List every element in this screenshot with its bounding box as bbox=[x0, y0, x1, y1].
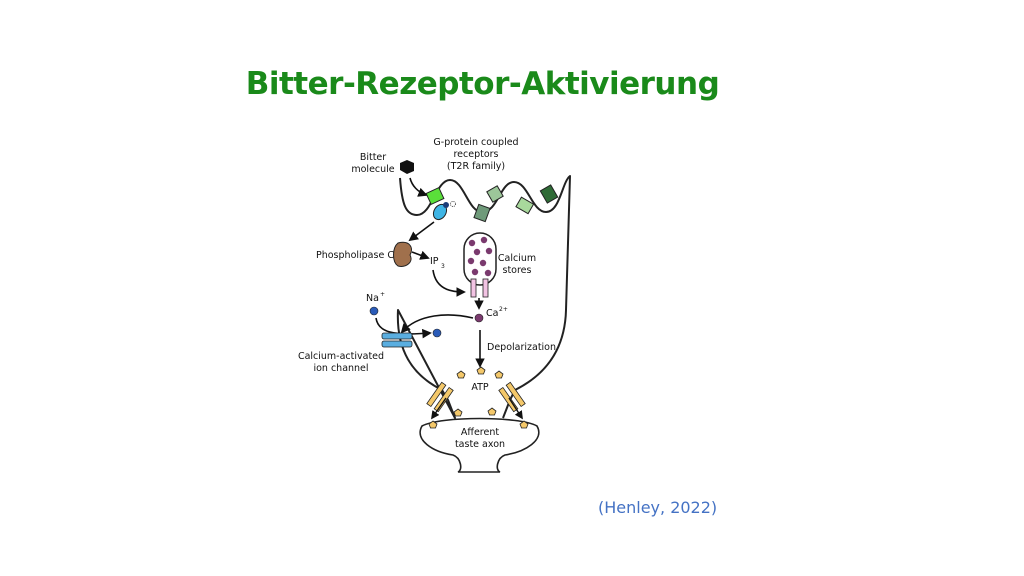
label-ip3: IP bbox=[430, 256, 439, 267]
gpcr-receptors bbox=[425, 184, 559, 223]
label-gpcr: receptors bbox=[453, 149, 498, 160]
label-ip3-subscript: 3 bbox=[441, 263, 445, 270]
atp-molecules bbox=[428, 366, 529, 429]
label-sodium-charge: + bbox=[380, 291, 385, 298]
sodium-ion-icon bbox=[432, 328, 442, 338]
label-ion-channel: ion channel bbox=[313, 363, 368, 374]
label-phospholipase-c: Phospholipase C bbox=[316, 250, 394, 261]
label-sodium: Na bbox=[366, 293, 379, 304]
slide-title: Bitter-Rezeptor-Aktivierung bbox=[245, 66, 720, 102]
sodium-ion-icon bbox=[369, 306, 379, 316]
label-atp: ATP bbox=[471, 382, 489, 393]
label-afferent-axon: taste axon bbox=[455, 439, 505, 450]
active-receptor-icon bbox=[425, 186, 445, 206]
atp-channel-icon bbox=[426, 381, 454, 413]
phospholipase-c-icon bbox=[393, 241, 412, 267]
receptor-icon bbox=[539, 184, 559, 204]
receptor-icon bbox=[515, 196, 535, 215]
citation: (Henley, 2022) bbox=[598, 498, 718, 517]
label-calcium-stores: Calcium bbox=[498, 253, 536, 264]
receptor-icon bbox=[473, 203, 491, 223]
bitter-molecule-icon bbox=[400, 160, 414, 174]
label-bitter-molecule: Bitter bbox=[360, 152, 386, 163]
calcium-activated-channel-icon bbox=[381, 332, 413, 348]
receptor-icon bbox=[486, 185, 504, 203]
label-gpcr: (T2R family) bbox=[447, 161, 505, 172]
label-depolarization: Depolarization bbox=[487, 342, 556, 353]
calcium-ion-icon bbox=[474, 313, 484, 323]
label-ion-channel: Calcium-activated bbox=[298, 351, 384, 362]
label-gpcr: G-protein coupled bbox=[433, 137, 518, 148]
label-calcium-ion: Ca bbox=[486, 308, 498, 319]
label-calcium-stores: stores bbox=[503, 265, 532, 276]
ip3-receptor-channel-icon bbox=[470, 278, 477, 298]
label-bitter-molecule: molecule bbox=[351, 164, 394, 175]
label-calcium-charge: 2+ bbox=[499, 306, 508, 313]
afferent-axon-shape bbox=[419, 417, 540, 473]
sparkle-icon bbox=[450, 201, 456, 207]
label-afferent-axon: Afferent bbox=[461, 427, 499, 438]
